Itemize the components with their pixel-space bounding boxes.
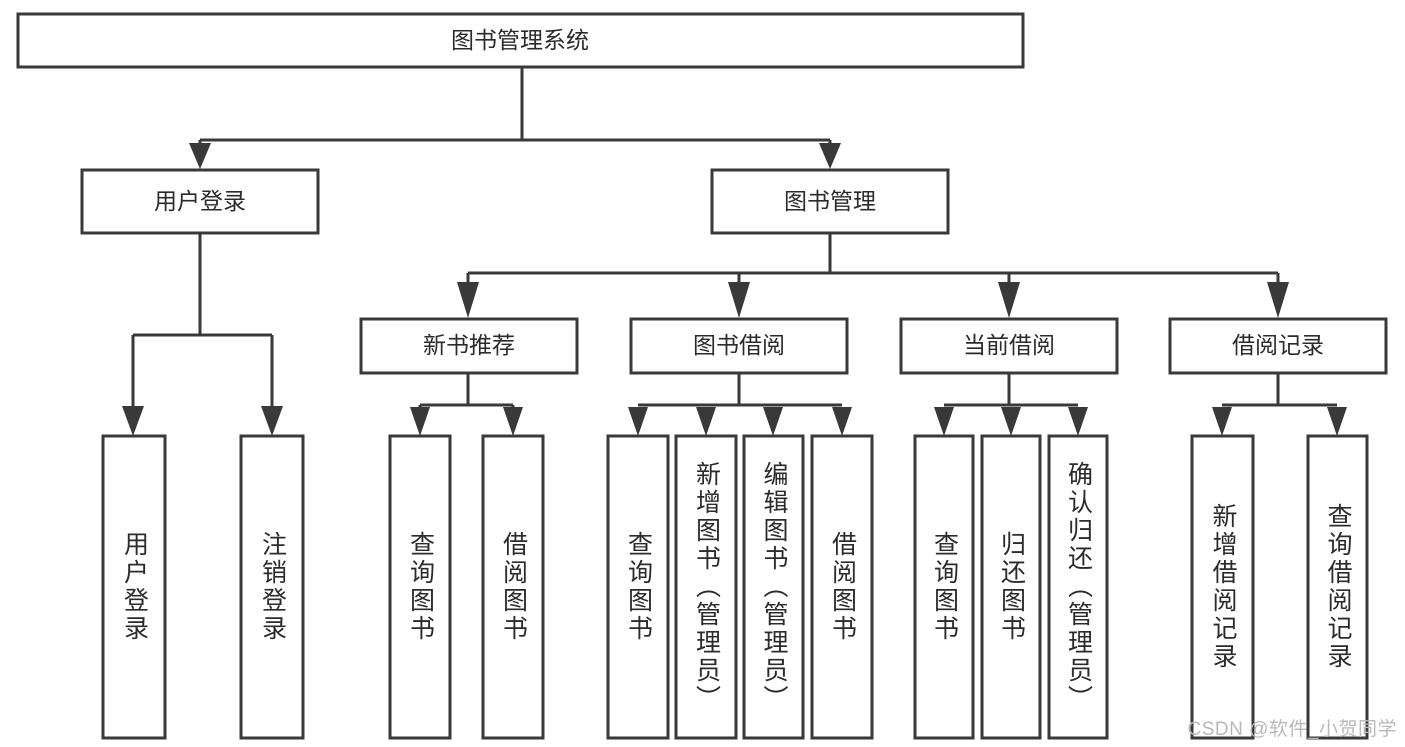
node-box-leaf-return-book[interactable] — [980, 434, 1042, 740]
node-box-leaf-add-book[interactable] — [674, 434, 738, 740]
arrow-head-leaf-query-book-3 — [934, 407, 954, 436]
node-box-leaf-query-record[interactable] — [1306, 434, 1369, 740]
node-box-leaf-borrow-book-1[interactable] — [481, 434, 545, 740]
node-box-leaf-query-book-2[interactable] — [606, 434, 670, 740]
node-box-leaf-user-logout[interactable] — [239, 434, 305, 740]
arrow-head-leaf-add-book — [696, 407, 716, 436]
arrow-head-leaf-confirm-return — [1068, 407, 1088, 436]
node-box-leaf-add-record[interactable] — [1190, 434, 1255, 740]
arrow-head-leaf-query-book-1 — [410, 407, 430, 436]
node-box-leaf-query-book-1[interactable] — [388, 434, 452, 740]
arrow-head-new-book-rec — [457, 282, 479, 318]
node-box-user-login[interactable] — [80, 168, 320, 235]
arrow-head-leaf-query-record — [1327, 407, 1347, 436]
watermark-text: CSDN @软件_小贺同学 — [1187, 719, 1397, 740]
node-box-leaf-borrow-book-2[interactable] — [810, 434, 874, 740]
arrow-head-book-manage — [819, 143, 841, 169]
arrow-head-leaf-user-login — [122, 406, 144, 436]
connector-layer — [122, 67, 1347, 436]
arrow-head-leaf-borrow-book-1 — [503, 407, 523, 436]
node-label-new-book-rec: 新书推荐 — [423, 332, 515, 358]
node-box-leaf-edit-book[interactable] — [742, 434, 805, 740]
node-label-book-borrow: 图书借阅 — [693, 332, 785, 358]
node-box-root[interactable] — [16, 12, 1025, 69]
arrow-head-current-borrow — [998, 282, 1020, 318]
node-label-user-login: 用户登录 — [154, 188, 246, 214]
node-label-borrow-record: 借阅记录 — [1232, 332, 1324, 358]
arrow-head-leaf-add-record — [1212, 407, 1232, 436]
node-box-current-borrow[interactable] — [899, 317, 1119, 375]
node-box-book-borrow[interactable] — [629, 317, 849, 375]
node-box-book-manage[interactable] — [710, 168, 950, 235]
node-box-borrow-record[interactable] — [1168, 317, 1388, 375]
node-box-leaf-query-book-3[interactable] — [913, 434, 975, 740]
node-box-leaf-user-login[interactable] — [101, 434, 167, 740]
arrow-head-leaf-return-book — [1001, 407, 1021, 436]
node-label-current-borrow: 当前借阅 — [963, 332, 1055, 358]
arrow-head-user-login — [189, 143, 211, 169]
arrow-head-leaf-edit-book — [763, 407, 783, 436]
arrow-head-book-borrow — [728, 282, 750, 318]
node-label-book-manage: 图书管理 — [784, 188, 876, 214]
arrow-head-leaf-query-book-2 — [628, 407, 648, 436]
node-box-leaf-confirm-return[interactable] — [1047, 434, 1109, 740]
node-label-root: 图书管理系统 — [451, 27, 589, 53]
node-layer: 图书管理系统 用户登录 图书管理 新书推荐 图书借阅 当前借阅 借阅记录 — [16, 12, 1388, 740]
arrow-head-leaf-borrow-book-2 — [832, 407, 852, 436]
arrow-head-leaf-user-logout — [261, 406, 283, 436]
arrow-head-borrow-record — [1267, 282, 1289, 318]
node-box-new-book-rec[interactable] — [359, 317, 579, 375]
